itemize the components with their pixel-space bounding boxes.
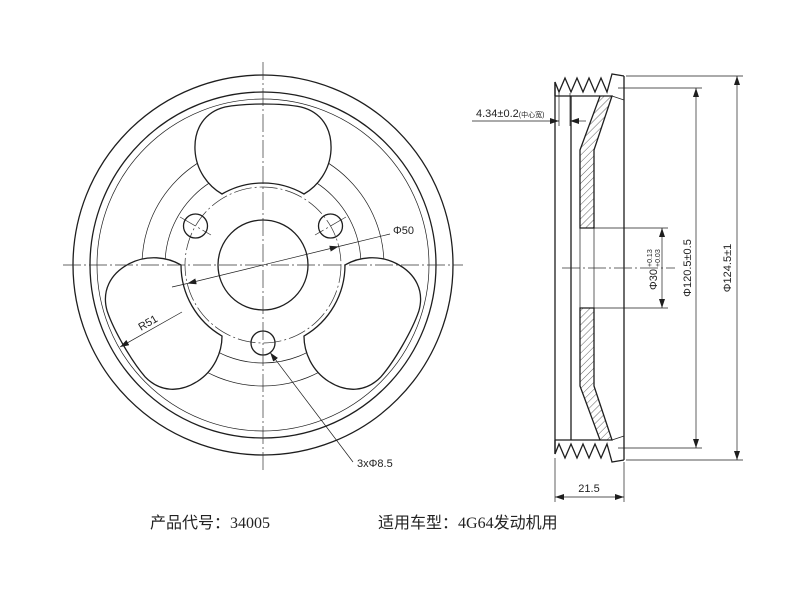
pitch-dia-leader (338, 233, 391, 247)
vehicle-model-label: 适用车型： (378, 514, 458, 532)
poly-v-groove-profile-bottom (554, 440, 625, 463)
groove-dia-label: Φ120.5±0.5 (682, 239, 694, 297)
pitch-dia-extension (171, 283, 188, 288)
bolt-hole (182, 213, 209, 239)
width-label: 21.5 (578, 483, 599, 495)
bore-dia-value: Φ30 (648, 269, 660, 290)
bolt-holes-label: 3xΦ8.5 (357, 458, 393, 470)
window-radius-leader (119, 311, 183, 348)
side-section-view: 4.34±0.2(中心宽) Φ30 +0.13 +0.03 Φ120.5±0.5… (472, 73, 743, 502)
poly-v-groove-profile-top (554, 73, 625, 96)
groove-width-label: 4.34±0.2(中心宽) (476, 108, 544, 120)
spoke-window (303, 257, 422, 390)
product-code: 产品代号：34005 (150, 514, 270, 532)
bore-tol-lower: +0.03 (655, 249, 662, 267)
bolt-hole-leader (269, 352, 354, 463)
groove-width-value: 4.34±0.2 (476, 108, 519, 120)
spoke-window (104, 257, 223, 390)
vehicle-model: 适用车型：4G64发动机用 (378, 514, 558, 532)
web-section-top (579, 95, 613, 229)
bolt-hole-centerline (314, 216, 347, 236)
pitch-dia-label: Φ50 (393, 225, 414, 237)
product-code-value: 34005 (230, 515, 270, 532)
vehicle-model-value: 4G64发动机用 (458, 514, 558, 532)
product-code-label: 产品代号： (150, 514, 230, 532)
front-view: Φ50 R51 3xΦ8.5 (63, 62, 463, 472)
pitch-dia-dimension-line (187, 245, 339, 285)
bore-tol-upper: +0.13 (647, 249, 654, 267)
outer-dia-label: Φ124.5±1 (722, 244, 734, 292)
bolt-hole-centerline (179, 216, 212, 236)
groove-width-note: (中心宽) (519, 110, 545, 119)
flange-edge-top (611, 95, 625, 101)
bore-dia-label: Φ30 +0.13 +0.03 (647, 249, 662, 290)
flange-edge-bottom (611, 435, 625, 441)
web-section-bottom (579, 307, 613, 441)
bolt-hole (317, 213, 344, 239)
